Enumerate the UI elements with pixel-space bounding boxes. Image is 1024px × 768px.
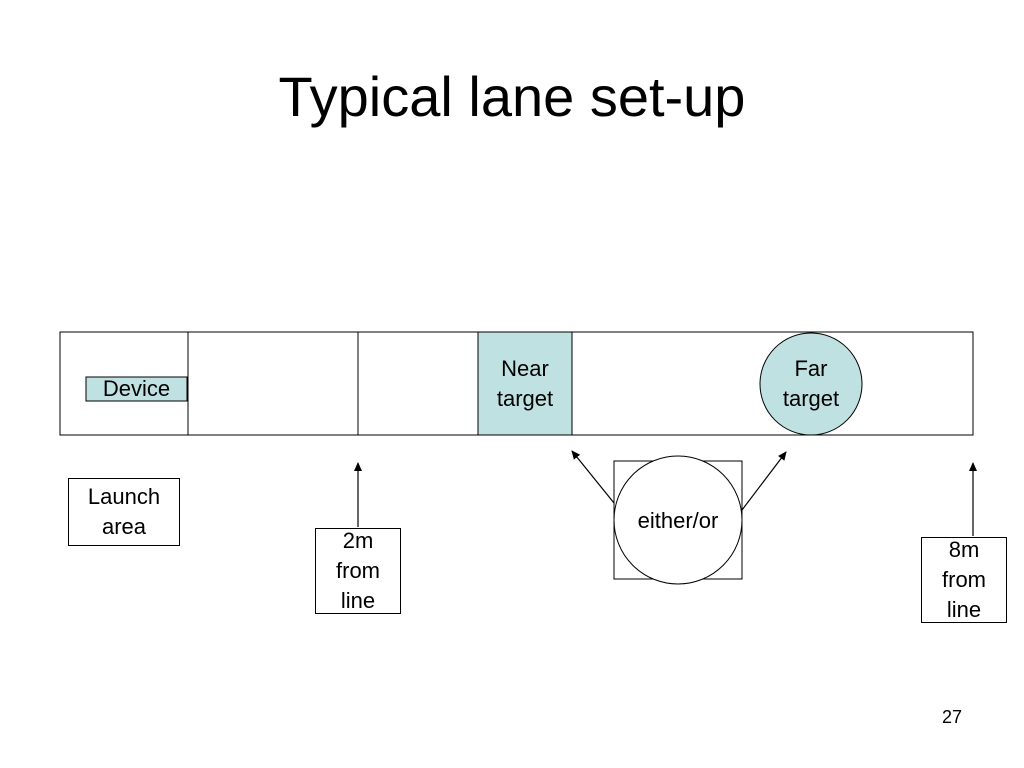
slide-title: Typical lane set-up	[278, 65, 746, 128]
device-box	[85, 376, 188, 402]
two-m-label: 2m from line	[315, 528, 401, 614]
eight-m-label: 8m from line	[921, 537, 1007, 623]
far-target-circle	[759, 332, 863, 436]
either-or-circle	[613, 455, 743, 585]
far-target-label: Far target	[782, 356, 840, 411]
arrow-to-near-target	[571, 450, 615, 504]
launch-area-label: Launch area	[68, 478, 180, 546]
either-or-label: either/or	[637, 508, 719, 533]
page-number: 27	[941, 707, 963, 727]
near-target-square	[477, 331, 573, 436]
arrow-to-far-target	[741, 451, 787, 511]
device-label: Device	[102, 376, 171, 401]
near-target-label: Near target	[496, 356, 554, 411]
